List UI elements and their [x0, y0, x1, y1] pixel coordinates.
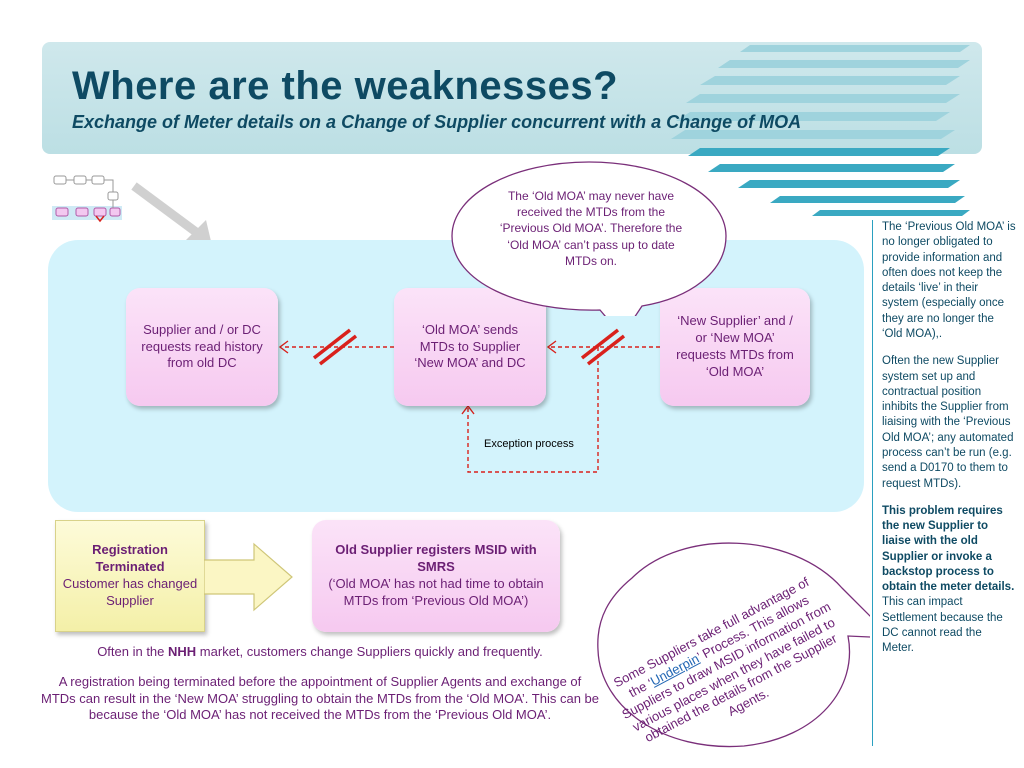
registration-box: Registration Terminated Customer has cha…: [55, 520, 205, 632]
speech-text: The ‘Old MOA’ may never have received th…: [499, 189, 683, 268]
exception-label: Exception process: [484, 438, 574, 450]
box-new-supplier-requests: ‘New Supplier’ and / or ‘New MOA’ reques…: [660, 288, 810, 406]
registration-title: Registration Terminated: [92, 542, 168, 575]
yellow-arrow-icon: [204, 542, 293, 612]
note-nhh: NHH: [168, 644, 197, 659]
sidebar-paragraph-1: The ‘Previous Old MOA’ is no longer obli…: [882, 221, 1016, 340]
oval-callout: [597, 542, 870, 748]
box-read-history: Supplier and / or DC requests read histo…: [126, 288, 278, 406]
old-supplier-title: Old Supplier registers MSID with SMRS: [335, 542, 537, 575]
page-subtitle: Exchange of Meter details on a Change of…: [72, 112, 802, 132]
sidebar-paragraph-2: Often the new Supplier system set up and…: [882, 355, 1014, 490]
old-supplier-body: (‘Old MOA’ has not had time to obtain MT…: [328, 576, 544, 608]
right-sidebar: The ‘Previous Old MOA’ is no longer obli…: [872, 220, 1016, 746]
market-note: Often in the NHH market, customers chang…: [40, 644, 600, 723]
old-supplier-box: Old Supplier registers MSID with SMRS (‘…: [312, 520, 560, 632]
process-grid-icon: [52, 175, 122, 223]
box-old-moa-sends: ‘Old MOA’ sends MTDs to Supplier ‘New MO…: [394, 288, 546, 406]
note-paragraph-2: A registration being terminated before t…: [41, 674, 599, 722]
sidebar-paragraph-3-bold: This problem requires the new Supplier t…: [882, 504, 1015, 594]
decorative-stripes: [671, 45, 970, 216]
page-title: Where are the weaknesses?: [72, 64, 619, 108]
speech-bubble: [451, 161, 727, 316]
sidebar-paragraph-3-body: This can impact Settlement because the D…: [882, 596, 1003, 655]
note-line-1: Often in the NHH market, customers chang…: [97, 644, 543, 659]
registration-body: Customer has changed Supplier: [62, 576, 198, 608]
